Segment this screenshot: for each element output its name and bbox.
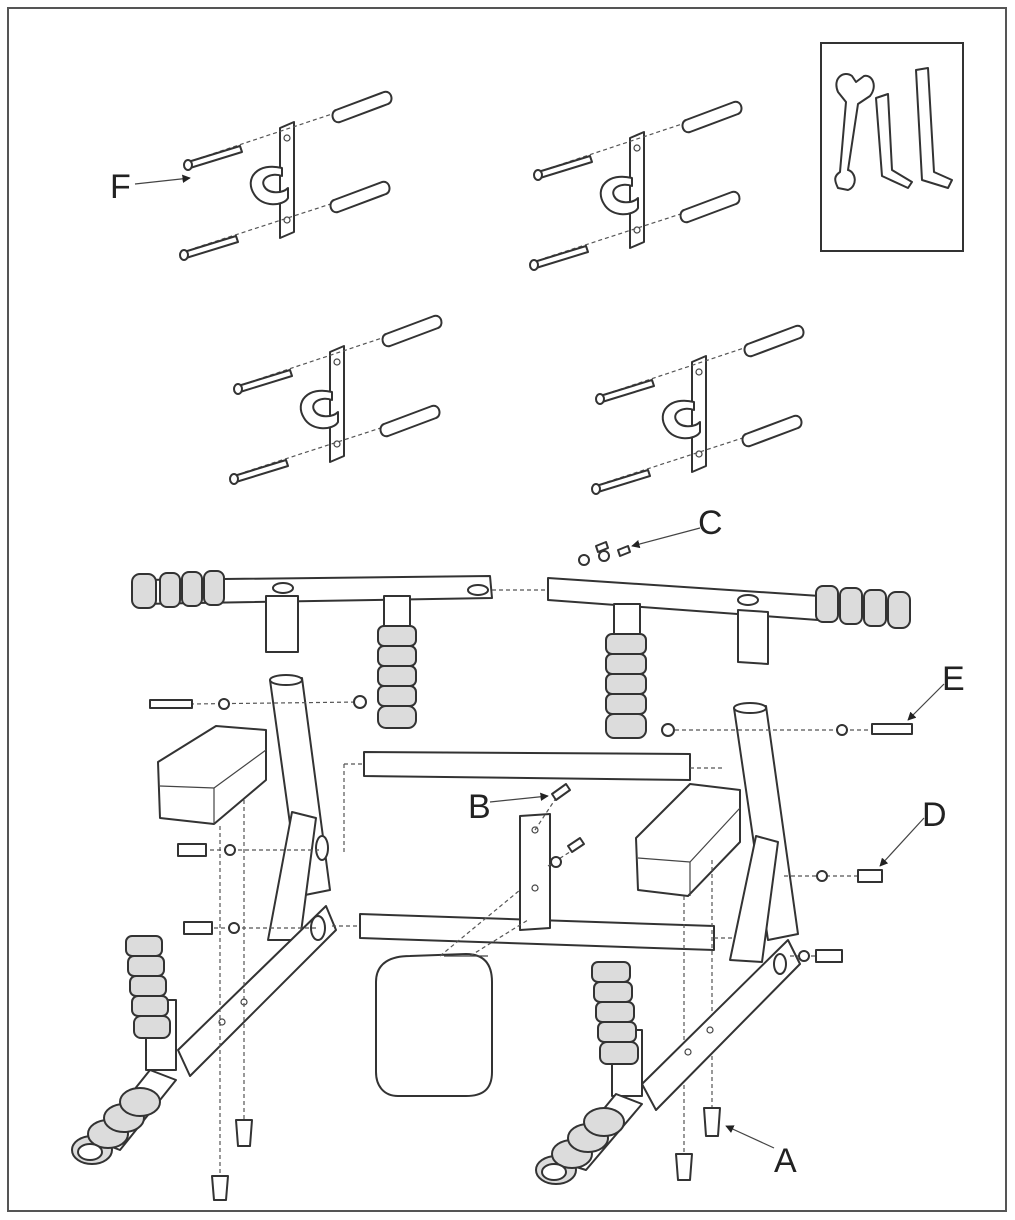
label-f: F [110,168,131,206]
top-bar-left [131,570,493,729]
wall-bracket-top-left [179,90,393,261]
wall-bracket-top-right [529,100,743,271]
wrench-icon [834,73,875,191]
label-a-callout: A [725,1125,797,1180]
label-e-callout: E [907,660,965,721]
center-bracket [519,783,585,931]
label-a: A [774,1142,797,1180]
top-bar-right [547,577,911,739]
tools-box [820,42,964,252]
label-b: B [468,788,491,826]
allen-key-small-icon [875,93,913,189]
label-d: D [922,796,947,834]
page-border [7,7,1007,1212]
label-b-callout: B [468,788,549,826]
back-pad [375,889,529,1097]
pad-right [635,783,741,1181]
wall-bracket-middle-left [229,314,443,485]
label-c-callout: C [578,504,723,566]
allen-key-large-icon [915,67,953,189]
label-c: C [698,504,723,542]
wall-bracket-middle-right [591,324,805,495]
right-bolts [661,723,913,963]
label-d-callout: D [879,796,947,867]
frame-right [535,702,801,1185]
frame-left [71,674,337,1165]
label-f-callout: F [110,168,191,206]
cross-tube-top [343,751,722,852]
pad-left [157,725,267,1201]
label-e: E [942,660,965,698]
left-bolts [149,695,367,935]
cross-tube-bottom [332,913,734,951]
